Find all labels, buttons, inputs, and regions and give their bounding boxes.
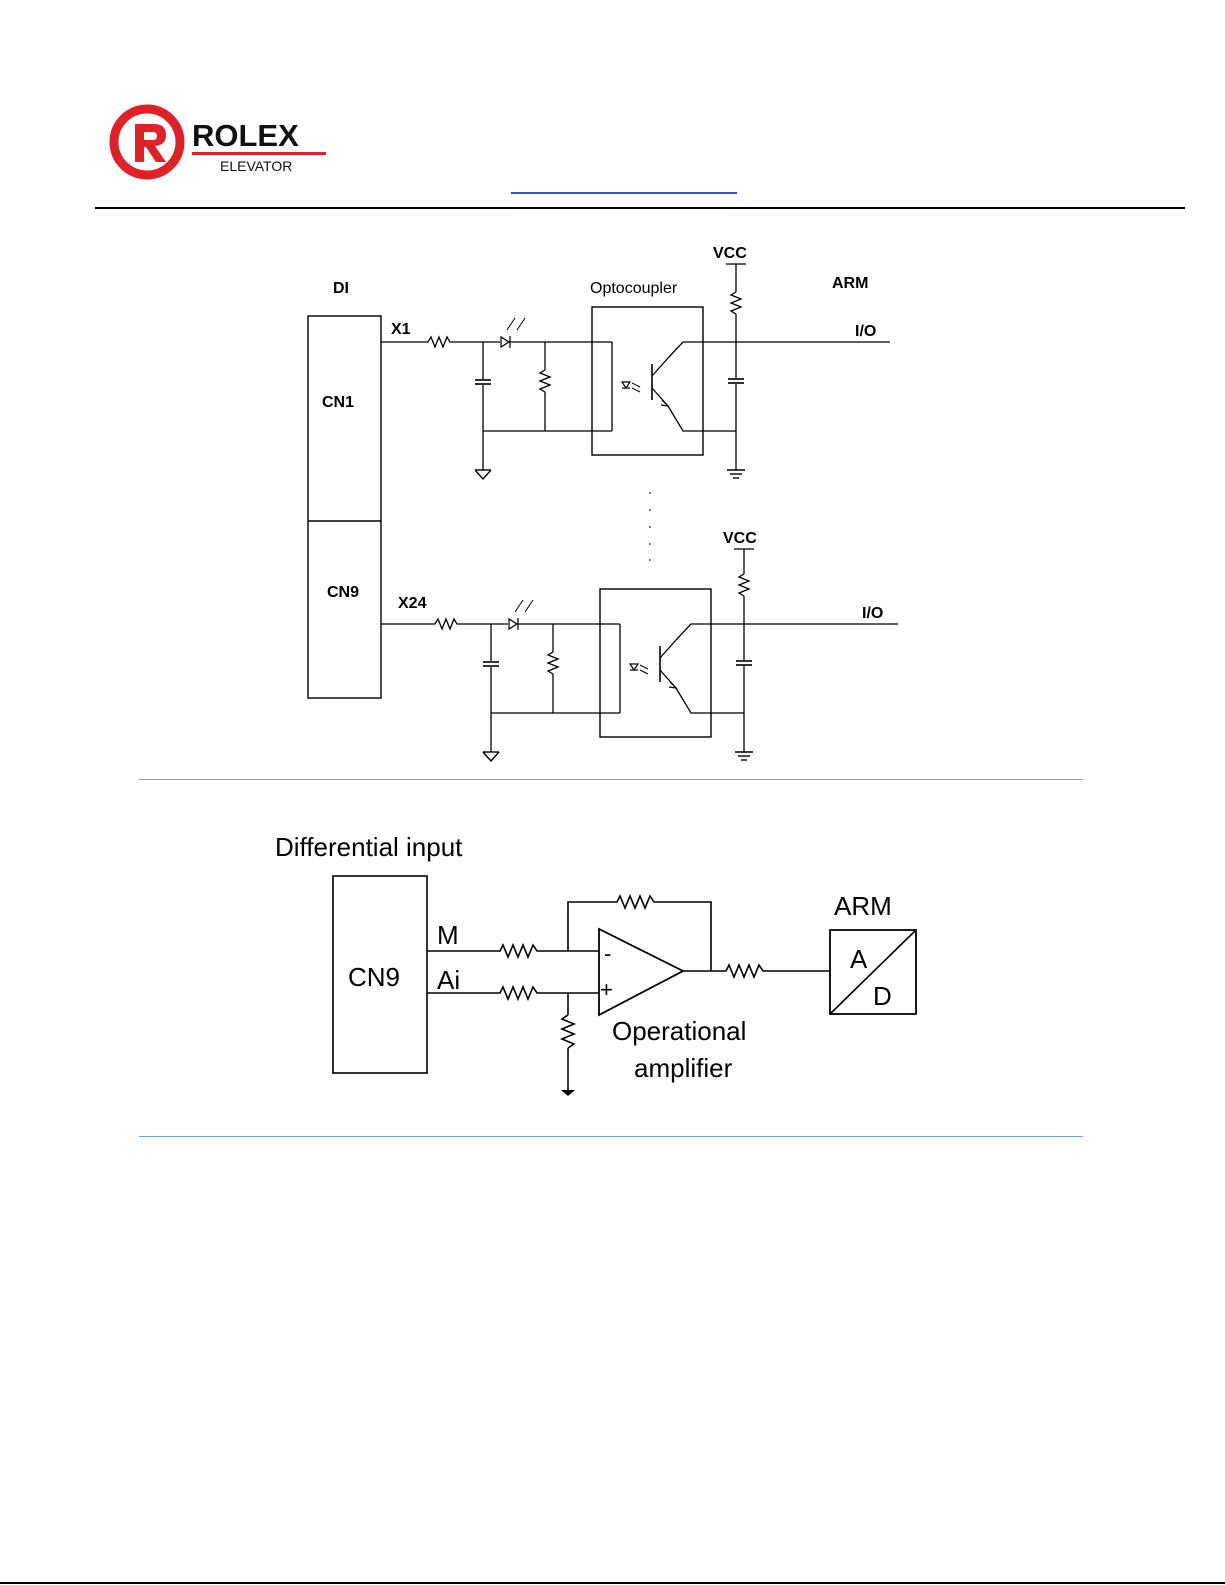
arm-ad-label: ARM	[834, 891, 892, 921]
optocoupler-label: Optocoupler	[590, 280, 678, 297]
digital-input-diagram: DI CN1 CN9 X1 Optocoupler VCC ARM I/O X2…	[0, 0, 1225, 790]
vcc-top-label: VCC	[713, 245, 747, 262]
x24-label: X24	[398, 595, 427, 612]
arm-label: ARM	[832, 275, 868, 292]
di-label: DI	[333, 280, 349, 297]
opamp-plus: +	[600, 977, 613, 1002]
vcc-bottom-label: VCC	[723, 530, 757, 547]
separator-line-1	[139, 779, 1083, 780]
ai-label: Ai	[437, 965, 460, 995]
differential-input-diagram: Differential input CN9 M Ai - + Operatio…	[0, 800, 1225, 1120]
continuation-dots	[649, 492, 651, 561]
opamp-label-line1: Operational	[612, 1016, 746, 1046]
io-bottom-label: I/O	[862, 605, 883, 622]
bottom-rule	[0, 1582, 1225, 1584]
ad-d-label: D	[873, 981, 892, 1011]
m-label: M	[437, 920, 459, 950]
cn9-label: CN9	[327, 584, 359, 601]
cn9-block-label: CN9	[348, 962, 400, 992]
opamp-minus: -	[604, 941, 611, 966]
separator-line-2	[139, 1136, 1083, 1137]
cn1-label: CN1	[322, 394, 354, 411]
ad-a-label: A	[850, 944, 868, 974]
x1-label: X1	[391, 321, 411, 338]
differential-input-title: Differential input	[275, 832, 463, 862]
opamp-label-line2: amplifier	[634, 1053, 733, 1083]
io-top-label: I/O	[855, 323, 876, 340]
